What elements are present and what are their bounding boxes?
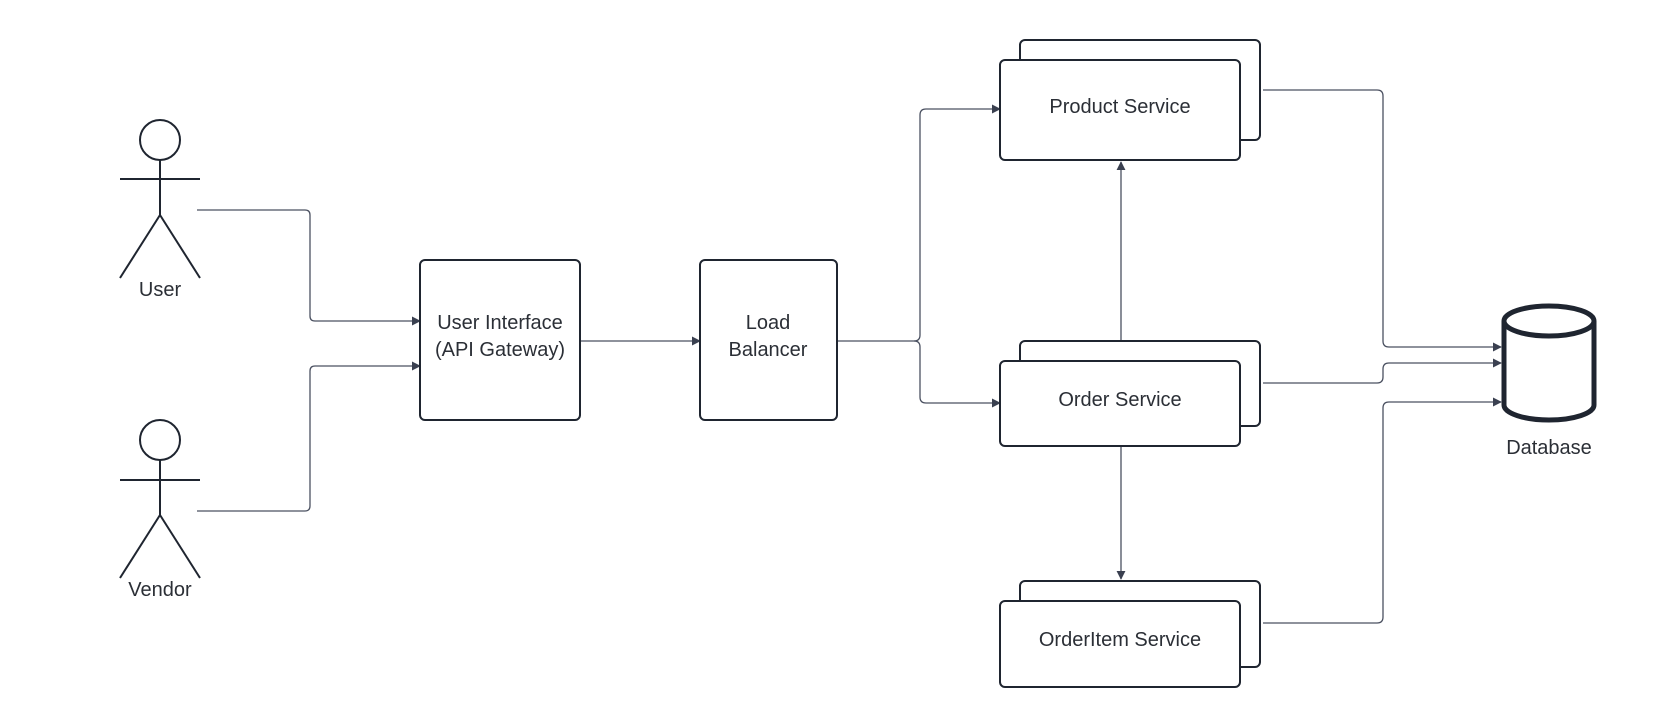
connector-vendor-to-gateway xyxy=(197,361,421,512)
vendor-label: Vendor xyxy=(128,579,192,601)
connector-user-to-gateway xyxy=(197,209,421,326)
load-balancer-node: Load Balancer xyxy=(699,259,838,421)
database-icon xyxy=(1501,303,1597,423)
connector-product-to-database xyxy=(1263,89,1502,352)
connector-orderitem-to-database xyxy=(1263,397,1502,624)
database-node: Database xyxy=(1501,303,1597,459)
product-service-label: Product Service xyxy=(1049,96,1190,118)
user-actor: User xyxy=(119,119,201,301)
api-gateway-label-line1: User Interface xyxy=(437,312,563,334)
api-gateway-node: User Interface (API Gateway) xyxy=(419,259,581,421)
database-label: Database xyxy=(1506,437,1592,459)
load-balancer-label-line1: Load xyxy=(746,312,791,334)
user-label: User xyxy=(139,279,182,301)
orderitem-service-node: OrderItem Service xyxy=(999,580,1261,688)
connector-loadbalancer-to-order xyxy=(913,340,1001,408)
load-balancer-label-line2: Balancer xyxy=(729,339,808,361)
vendor-actor: Vendor xyxy=(119,419,201,601)
connectors xyxy=(197,89,1502,624)
connector-order-to-database xyxy=(1263,358,1502,384)
connector-loadbalancer-to-product xyxy=(838,104,1001,342)
product-service-node: Product Service xyxy=(999,39,1261,161)
order-service-node: Order Service xyxy=(999,340,1261,447)
orderitem-service-label: OrderItem Service xyxy=(1039,629,1201,651)
api-gateway-label-line2: (API Gateway) xyxy=(435,339,565,361)
order-service-label: Order Service xyxy=(1058,389,1181,411)
